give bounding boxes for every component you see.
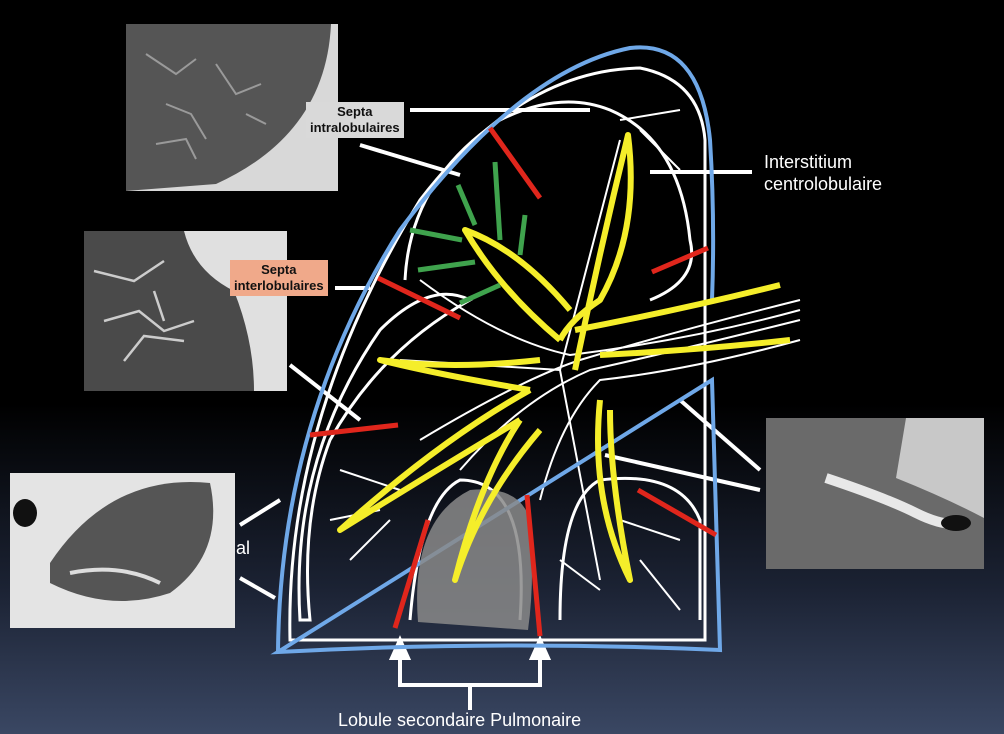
pointer-arrows — [238, 108, 762, 710]
label-partial: al — [236, 538, 251, 558]
label-line: Septa — [261, 262, 297, 277]
label-secondary-lobule: Lobule secondaire Pulmonaire — [338, 710, 582, 730]
label-centrolobular-interstitium: Interstitium centrolobulaire — [764, 151, 882, 195]
ct-image-centrolobular — [766, 418, 984, 569]
label-line: intralobulaires — [310, 120, 400, 135]
acinus-dotted — [417, 489, 533, 630]
label-line: Septa — [337, 104, 373, 119]
fibers — [329, 109, 801, 611]
intralobular-septa — [409, 161, 528, 306]
label-intralobular-septa: Septa intralobulaires — [306, 102, 404, 138]
label-line: centrolobulaire — [764, 174, 883, 194]
centrolobular-interstitium — [337, 132, 791, 583]
label-line: interlobulaires — [234, 278, 324, 293]
interlobular-septa — [309, 126, 718, 637]
ct-image-interlobular — [84, 231, 287, 391]
label-interlobular-septa: Septa interlobulaires — [230, 260, 328, 296]
ct-image-subpleural — [10, 473, 235, 628]
ct-image-intralobular — [126, 24, 338, 191]
pleura-outline — [270, 45, 723, 655]
label-line: Interstitium — [764, 152, 853, 172]
